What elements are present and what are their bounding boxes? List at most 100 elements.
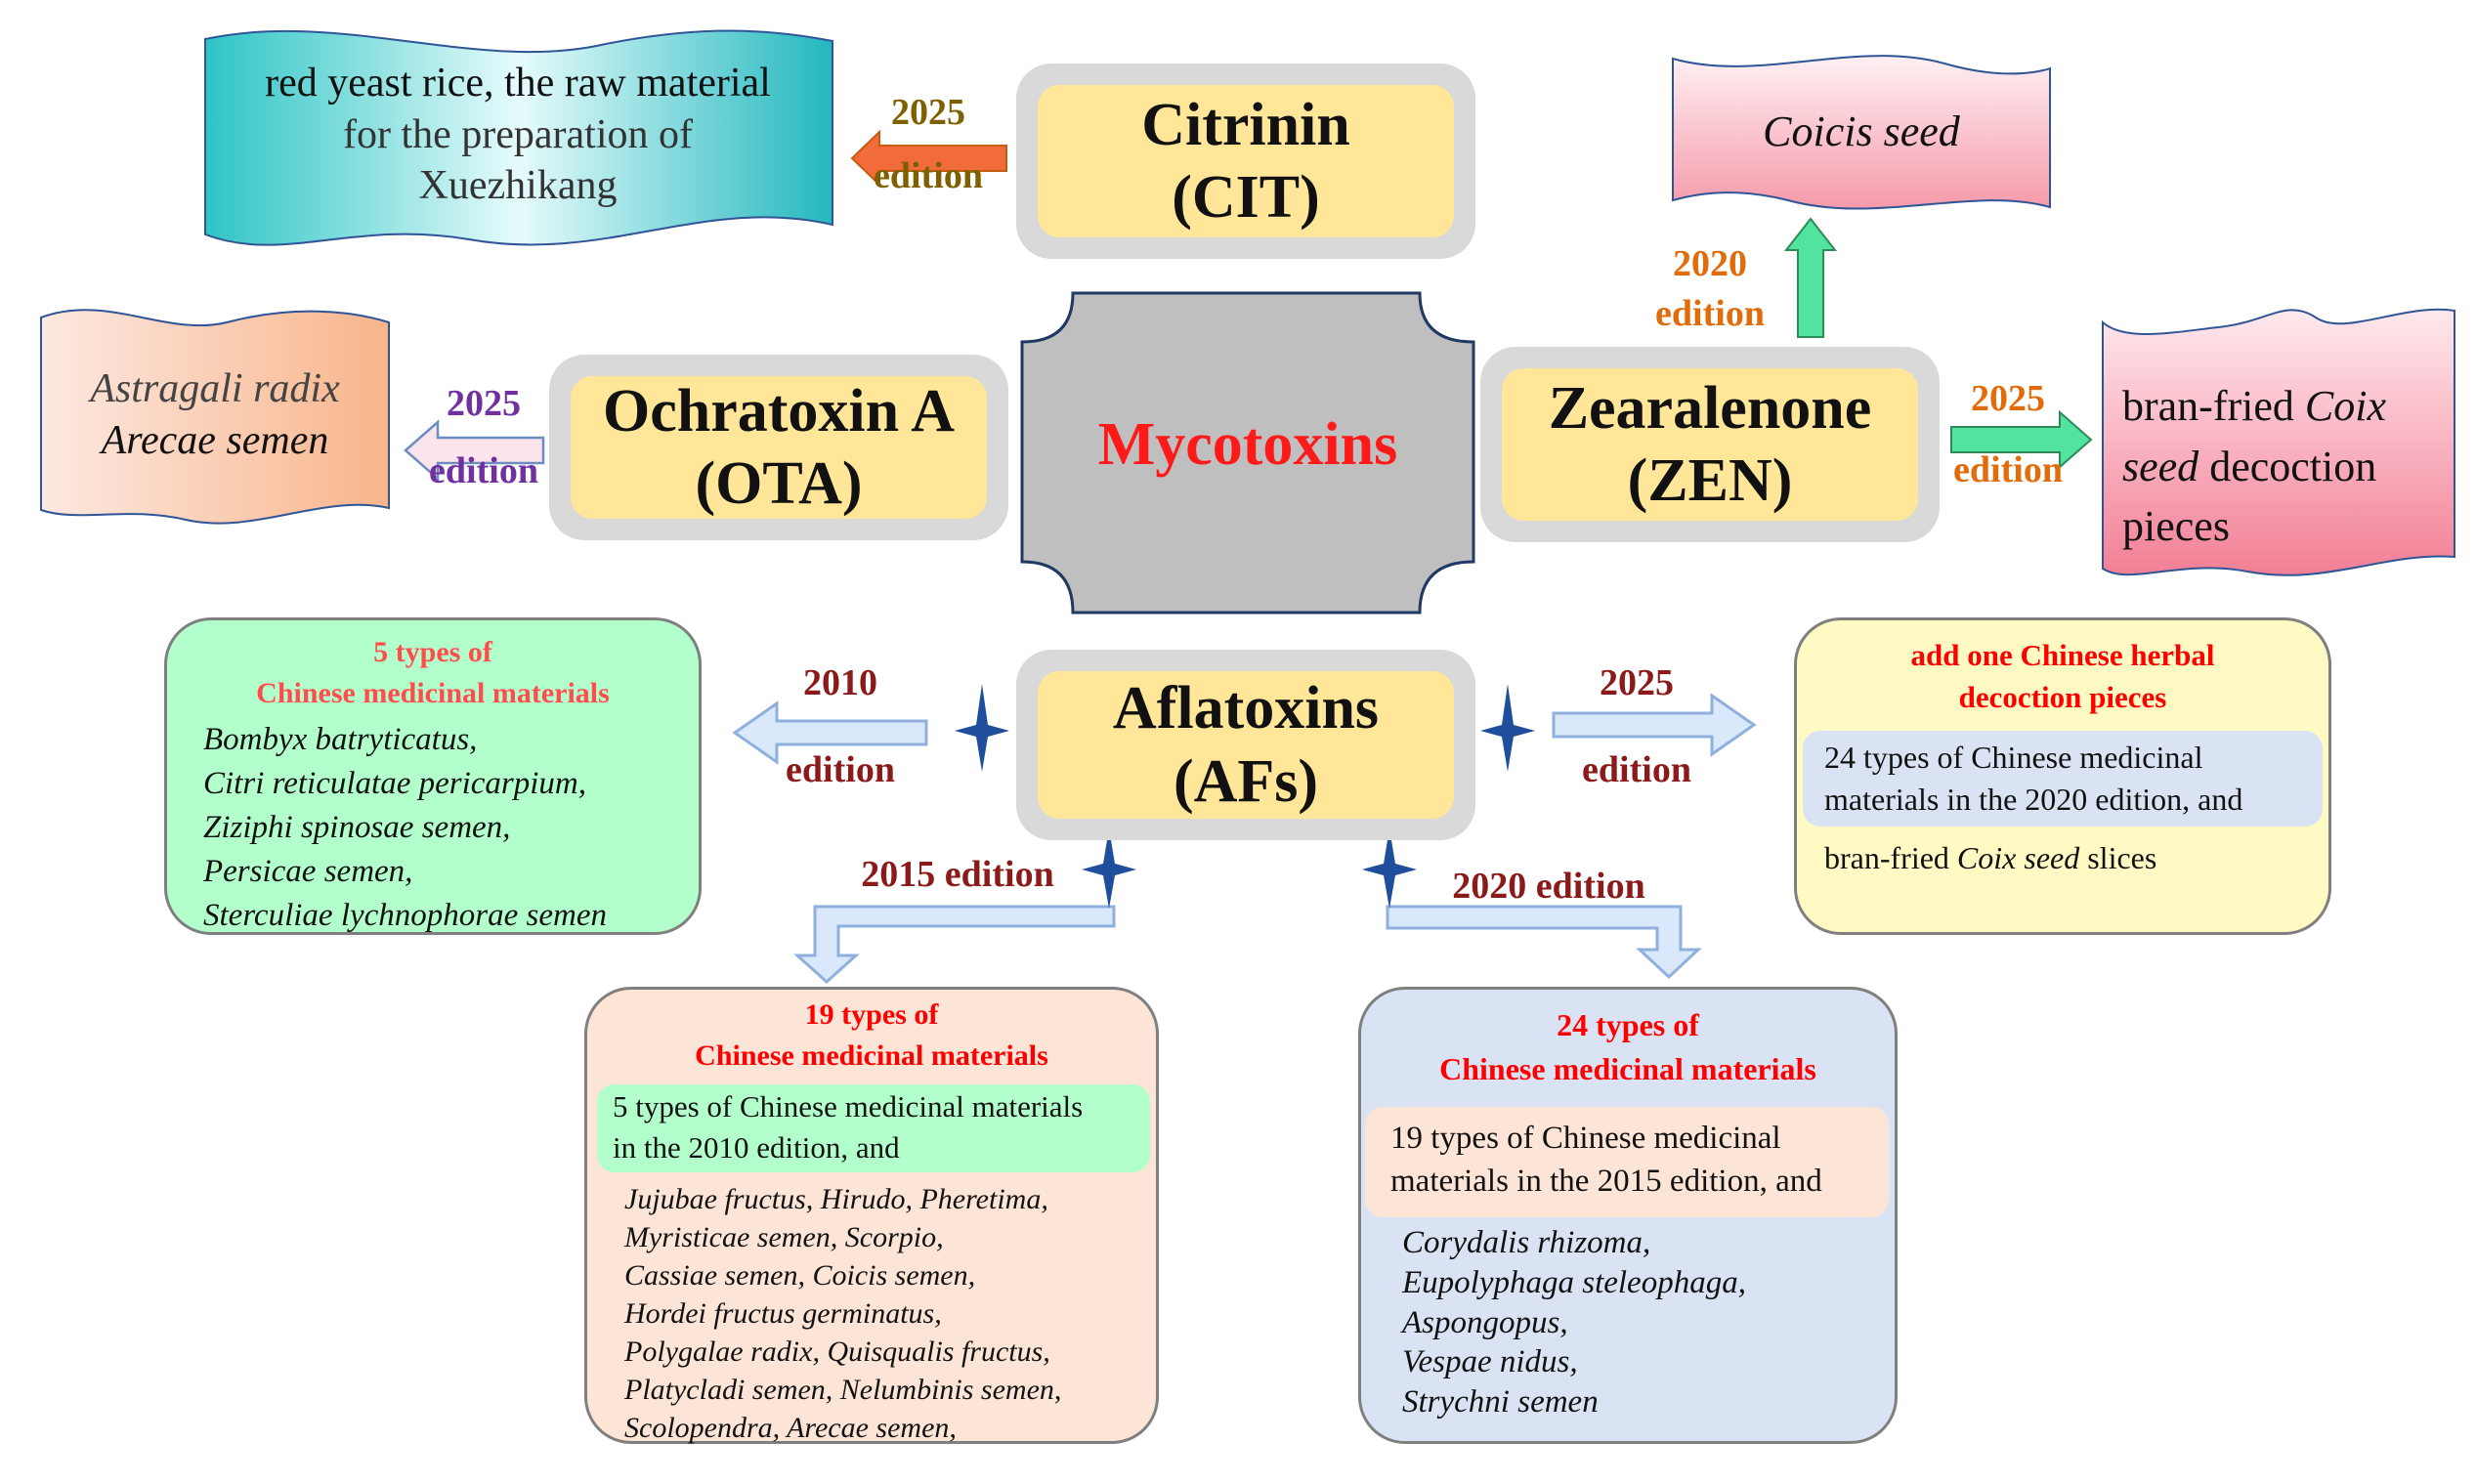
zen-2020-edition-word: edition [1655, 293, 1765, 335]
afs-2010-arrow [732, 700, 928, 765]
zen-2020-edition-year: 2020 [1673, 243, 1747, 284]
citrinin-box: Citrinin (CIT) [1016, 64, 1475, 259]
list-item: Strychni semen [1402, 1384, 1599, 1420]
afs-2025-tail-plain-2: slices [2079, 840, 2157, 876]
citrinin-arrow [850, 129, 1007, 188]
afs-2015-band-line-1: 5 types of Chinese medicinal materials [613, 1089, 1084, 1124]
afs-abbr: (AFs) [1173, 747, 1319, 815]
ota-name: Ochratoxin A [603, 377, 955, 445]
citrinin-source-text: red yeast rice, the raw material for the… [215, 57, 821, 213]
list-item: Eupolyphaga steleophaga, [1402, 1264, 1746, 1300]
ota-edition-word: edition [429, 450, 538, 492]
zen-name: Zearalenone [1548, 374, 1872, 442]
zen-2025-line1-plain: bran-fried [2122, 382, 2305, 430]
ota-source-text: Astragali radix Arecae semen [49, 357, 381, 474]
list-item: Platycladi semen, Nelumbinis semen, [624, 1373, 1062, 1406]
ota-arrow [404, 419, 545, 482]
afs-2015-band: 5 types of Chinese medicinal materials i… [597, 1084, 1150, 1172]
afs-box: Aflatoxins (AFs) [1016, 650, 1475, 840]
afs-2025-edition-label: 2025 edition [1554, 658, 1720, 796]
list-item: Persicae semen, [203, 853, 413, 889]
afs-2015-band-line-2: in the 2010 edition, and [613, 1129, 900, 1165]
citrinin-name: Citrinin [1141, 91, 1350, 158]
zen-2020-source-banner [1672, 55, 2051, 210]
afs-2025-header-line-1: add one Chinese herbal [1910, 638, 2215, 672]
afs-2025-edition-word: edition [1582, 749, 1691, 791]
zen-box: Zearalenone (ZEN) [1480, 347, 1940, 542]
zen-2025-source-line-2: seed decoction [2122, 437, 2445, 497]
afs-2015-list: Jujubae fructus, Hirudo, Pheretima, Myri… [624, 1180, 1156, 1447]
citrinin-source-line-3: Xuezhikang [418, 163, 618, 209]
ota-edition-label: 2025 edition [410, 379, 557, 497]
afs-2020-header-line-1: 24 types of [1557, 1007, 1699, 1042]
zen-2020-source-text: Coicis seed [1673, 98, 2050, 166]
citrinin-edition-year: 2025 [891, 92, 965, 133]
list-item: Jujubae fructus, Hirudo, Pheretima, [624, 1182, 1048, 1215]
zen-2020-source: Coicis seed [1763, 107, 1960, 156]
afs-2020-list: Corydalis rhizoma, Eupolyphaga steleopha… [1402, 1223, 1895, 1423]
zen-2025-line1-italic: Coix [2304, 382, 2387, 430]
citrinin-edition-label: 2025 edition [850, 88, 1006, 202]
list-item: Vespae nidus, [1402, 1344, 1578, 1380]
afs-name: Aflatoxins [1112, 675, 1380, 742]
mycotoxins-label: Mycotoxins [1097, 411, 1398, 478]
ota-abbr: (OTA) [695, 450, 863, 517]
zen-2025-source-line-3: pieces [2122, 502, 2230, 551]
star-icon [955, 684, 1535, 909]
list-item: Polygalae radix, Quisqualis fructus, [624, 1335, 1050, 1368]
citrinin-edition-word: edition [874, 155, 983, 197]
afs-2025-header-line-2: decoction pieces [1958, 680, 2167, 715]
afs-2010-card: 5 types of Chinese medicinal materials B… [164, 617, 702, 935]
zen-2025-line2-italic: seed [2122, 442, 2199, 490]
afs-2010-header-line-1: 5 types of [373, 636, 492, 668]
list-item: Hordei fructus germinatus, [624, 1296, 942, 1330]
ota-edition-year: 2025 [447, 383, 521, 424]
ota-source-line-1: Astragali radix [90, 366, 340, 412]
afs-2025-card: add one Chinese herbal decoction pieces … [1794, 617, 2331, 935]
afs-2025-edition-year: 2025 [1600, 662, 1674, 703]
zen-2025-source-line-1: bran-fried Coix [2122, 376, 2445, 437]
citrinin-source-line-1: red yeast rice, the raw material [265, 60, 771, 106]
zen-2025-source-text: bran-fried Coix seed decoction pieces [2122, 376, 2445, 557]
afs-2010-header-line-2: Chinese medicinal materials [256, 677, 610, 709]
afs-2020-band: 19 types of Chinese medicinal materials … [1365, 1106, 1889, 1217]
afs-2020-header: 24 types of Chinese medicinal materials [1361, 1003, 1895, 1091]
list-item: Myristicae semen, Scorpio, [624, 1220, 944, 1253]
citrinin-source-banner [204, 29, 833, 246]
afs-2025-tail-italic: Coix seed [1956, 840, 2080, 876]
ota-source-line-2: Arecae semen [101, 418, 329, 463]
afs-2010-list: Bombyx batryticatus, Citri reticulatae p… [203, 718, 699, 937]
list-item: Cassiae semen, Coicis semen, [624, 1258, 976, 1292]
afs-2010-edition-year: 2010 [803, 662, 877, 703]
zen-right-arrow [1950, 409, 2093, 470]
star-icon-bottom-left [1082, 828, 1136, 909]
afs-2025-tail-plain-1: bran-fried [1824, 840, 1957, 876]
zen-up-arrow [1783, 217, 1838, 338]
list-item: Sterculiae lychnophorae semen [203, 897, 607, 933]
zen-abbr: (ZEN) [1627, 447, 1793, 514]
zen-2025-edition-word: edition [1953, 449, 2063, 491]
list-item: Bombyx batryticatus, [203, 722, 478, 757]
list-item: Citri reticulatae pericarpium, [203, 765, 586, 801]
afs-2010-edition-label: 2010 edition [757, 658, 923, 796]
list-item: Corydalis rhizoma, [1402, 1224, 1651, 1260]
zen-2025-line2-plain: decoction [2199, 442, 2377, 490]
citrinin-source-line-2: for the preparation of [342, 111, 693, 157]
afs-2015-header-line-2: Chinese medicinal materials [695, 1039, 1048, 1072]
zen-2020-edition-label: 2020 edition [1632, 239, 1788, 340]
afs-2025-band: 24 types of Chinese medicinal materials … [1803, 730, 2323, 827]
afs-2015-edition-label: 2015 edition [861, 854, 1054, 895]
star-icon-bottom-right [1362, 828, 1417, 909]
star-icon-left [955, 684, 1009, 772]
afs-2015-arrow [793, 905, 1116, 985]
afs-2020-edition-label: 2020 edition [1452, 866, 1645, 907]
afs-2020-card: 24 types of Chinese medicinal materials … [1358, 987, 1898, 1444]
afs-2015-card: 19 types of Chinese medicinal materials … [584, 987, 1159, 1444]
mycotoxins-center-shape [1020, 291, 1475, 615]
star-icon-right [1480, 684, 1535, 772]
afs-2015-header-line-1: 19 types of [804, 998, 939, 1031]
afs-2025-band-line-2: materials in the 2020 edition, and [1824, 781, 2243, 817]
afs-2025-band-line-1: 24 types of Chinese medicinal [1824, 739, 2203, 775]
afs-2015-header: 19 types of Chinese medicinal materials [587, 995, 1156, 1077]
